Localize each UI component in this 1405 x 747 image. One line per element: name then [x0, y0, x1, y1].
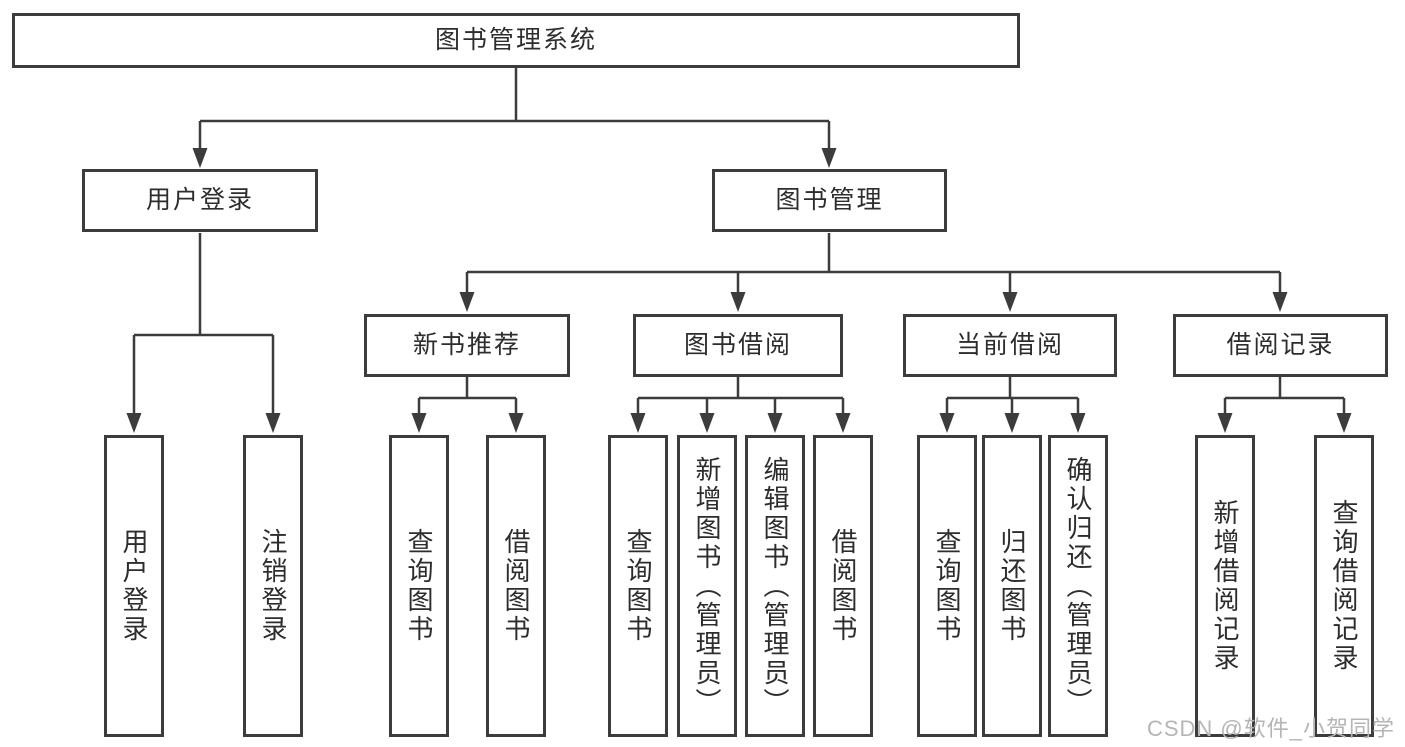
watermark: CSDN @软件_小贺同学	[1146, 716, 1395, 741]
node-library-system: 图书管理系统	[12, 13, 1020, 68]
leaf-edit-books-admin: 编辑图书（管理员）	[745, 435, 805, 737]
node-book-borrowing: 图书借阅	[633, 314, 843, 377]
node-user-login: 用户登录	[82, 169, 318, 232]
leaf-add-books-admin: 新增图书（管理员）	[677, 435, 737, 737]
node-borrowing-records: 借阅记录	[1173, 314, 1388, 377]
leaf-query-borrow-record: 查询借阅记录	[1314, 435, 1374, 737]
node-new-book-recommend: 新书推荐	[364, 314, 570, 377]
leaf-borrow-books-borrowing: 借阅图书	[813, 435, 873, 737]
node-book-management: 图书管理	[712, 169, 947, 232]
node-current-borrowing: 当前借阅	[903, 314, 1117, 377]
leaf-query-books-borrowing: 查询图书	[608, 435, 668, 737]
leaf-return-books: 归还图书	[982, 435, 1042, 737]
leaf-borrow-books-recommend: 借阅图书	[486, 435, 546, 737]
leaf-confirm-return-admin: 确认归还（管理员）	[1048, 435, 1108, 737]
leaf-query-books-recommend: 查询图书	[389, 435, 449, 737]
leaf-add-borrow-record: 新增借阅记录	[1195, 435, 1255, 737]
leaf-query-books-current: 查询图书	[917, 435, 977, 737]
leaf-user-login: 用户登录	[104, 435, 164, 737]
leaf-logout: 注销登录	[243, 435, 303, 737]
